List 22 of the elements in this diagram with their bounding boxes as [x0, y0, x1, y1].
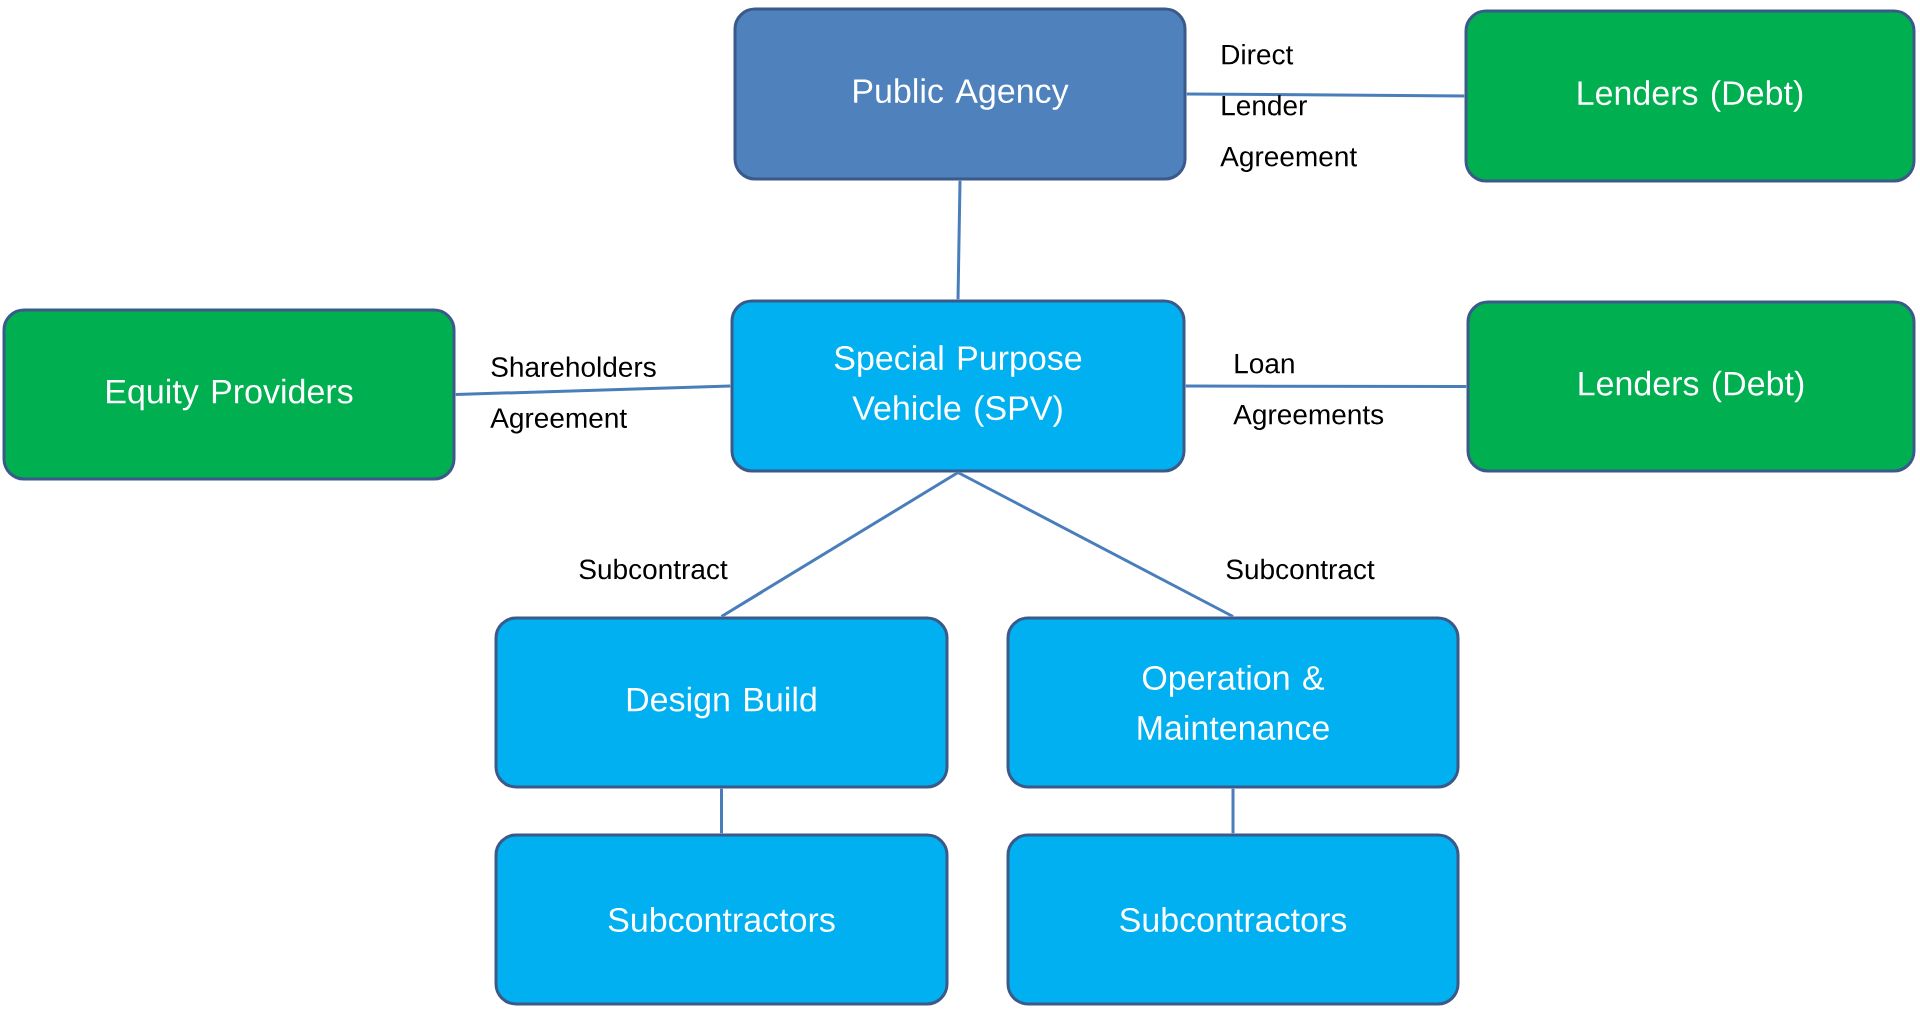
connector-line: [957, 471, 1234, 618]
connector-line: [1186, 92, 1465, 98]
box: Equity Providers: [2, 308, 456, 481]
box: Special Purpose Vehicle (SPV): [730, 299, 1186, 473]
box: Operation & Maintenance: [1006, 616, 1460, 789]
box: Lenders (Debt): [1466, 300, 1916, 473]
box: Lenders (Debt): [1464, 9, 1916, 183]
edge-label: Shareholders Agreement: [490, 356, 656, 434]
connector-line: [720, 788, 723, 834]
edge-label: Subcontract: [579, 558, 728, 580]
connector-line: [455, 384, 731, 396]
edge-label: Loan Agreements: [1233, 353, 1384, 431]
box: Subcontractors: [494, 833, 949, 1006]
connector-line: [1231, 788, 1235, 834]
edge-label: Subcontract: [1226, 558, 1375, 580]
edge-label: Direct Lender Agreement: [1220, 43, 1357, 173]
connector-line: [1185, 384, 1467, 388]
box: Subcontractors: [1006, 833, 1460, 1006]
connector-line: [720, 471, 959, 618]
connector-line: [956, 180, 962, 300]
box: Design Build: [494, 616, 949, 789]
box: Public Agency: [733, 7, 1187, 181]
